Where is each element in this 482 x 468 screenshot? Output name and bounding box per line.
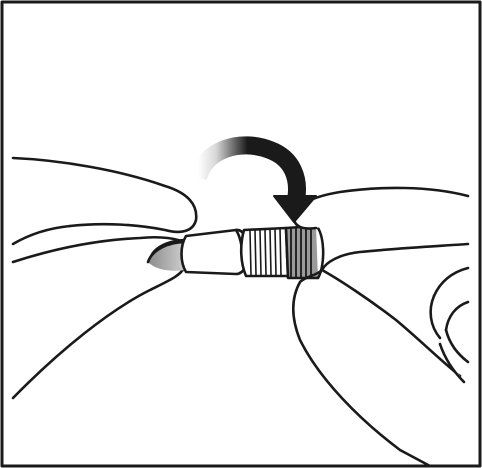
left-hand-icon [11, 156, 198, 400]
threaded-cap-icon [284, 224, 325, 280]
right-hand-icon [291, 186, 470, 468]
grooved-collar-icon [239, 226, 290, 278]
thumbnail-shading [148, 242, 186, 271]
syringe-barrel-icon [180, 228, 250, 276]
curved-rotation-arrow-icon [189, 136, 317, 223]
